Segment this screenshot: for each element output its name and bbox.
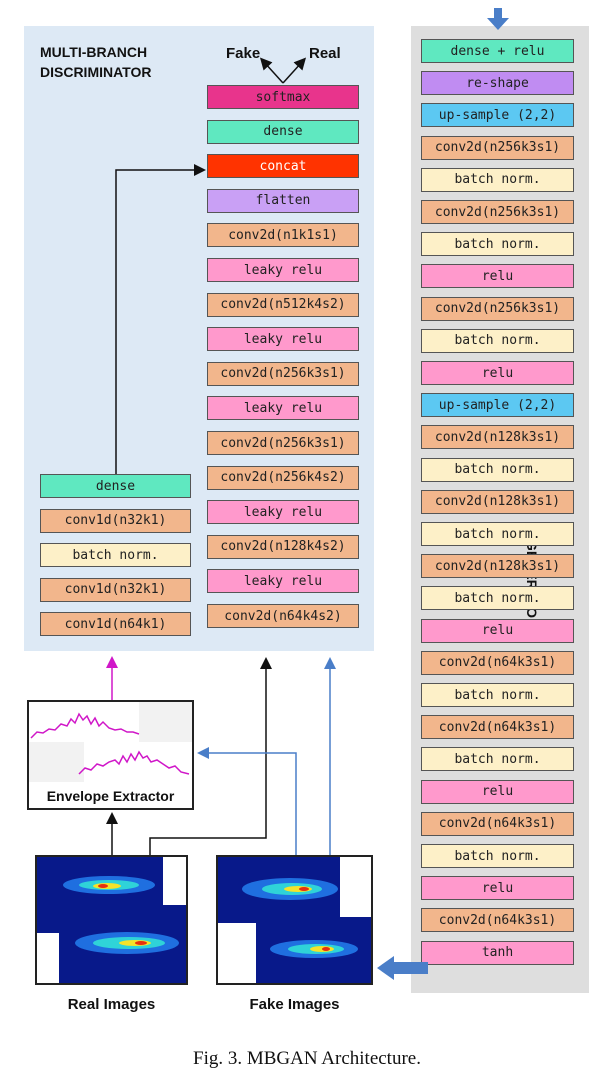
layer-conv2d-n128k3s1: conv2d(n128k3s1) bbox=[421, 554, 574, 579]
output-arrows bbox=[259, 57, 307, 84]
layer-batch-norm: batch norm. bbox=[421, 844, 574, 868]
generator-input-arrow bbox=[487, 8, 509, 30]
layer-conv2d-n128k3s1: conv2d(n128k3s1) bbox=[421, 489, 574, 514]
layer-conv2d-n128k4s2: conv2d(n128k4s2) bbox=[207, 534, 359, 559]
layer-tanh: tanh bbox=[421, 940, 574, 965]
real-output-label: Real bbox=[309, 45, 341, 62]
fake-images-label: Fake Images bbox=[249, 996, 340, 1013]
layer-batch-norm: batch norm. bbox=[421, 328, 574, 353]
layer-flatten: flatten bbox=[207, 188, 359, 213]
layer-conv2d-n64k3s1: conv2d(n64k3s1) bbox=[421, 908, 574, 933]
layer-batch-norm: batch norm. bbox=[421, 457, 574, 482]
fake-to-envelope-arrow bbox=[197, 747, 297, 855]
envelope-extractor-label: Envelope Extractor bbox=[46, 788, 175, 804]
real-to-disc-arrow bbox=[149, 657, 272, 855]
layer-batch-norm: batch norm. bbox=[421, 683, 574, 707]
layer-dense: dense bbox=[207, 119, 359, 144]
figure-caption: Fig. 3. MBGAN Architecture. bbox=[193, 1048, 421, 1069]
layer-conv2d-n256k3s1: conv2d(n256k3s1) bbox=[421, 296, 574, 321]
layer-batch-norm: batch norm. bbox=[40, 543, 191, 568]
layer-batch-norm: batch norm. bbox=[421, 586, 574, 611]
layer-conv2d-n64k3s1: conv2d(n64k3s1) bbox=[421, 650, 574, 675]
layer-conv1d-n32k1: conv1d(n32k1) bbox=[40, 577, 191, 602]
layer-conv1d-n32k1: conv1d(n32k1) bbox=[40, 508, 191, 533]
layer-batch-norm: batch norm. bbox=[421, 522, 574, 546]
layer-conv2d-n1k1s1: conv2d(n1k1s1) bbox=[207, 223, 359, 248]
envelope-extractor: Envelope Extractor bbox=[27, 700, 194, 810]
layer-conv2d-n256k3s1: conv2d(n256k3s1) bbox=[207, 431, 359, 455]
envelope-plot bbox=[29, 702, 192, 782]
layer-conv2d-n64k4s2: conv2d(n64k4s2) bbox=[207, 604, 359, 628]
layer-relu: relu bbox=[421, 876, 574, 901]
layer-conv2d-n256k3s1: conv2d(n256k3s1) bbox=[207, 361, 359, 386]
layer-leaky-relu: leaky relu bbox=[207, 500, 359, 525]
layer-up-sample-2-2: up-sample (2,2) bbox=[421, 393, 574, 418]
layer-conv2d-n128k3s1: conv2d(n128k3s1) bbox=[421, 425, 574, 450]
layer-conv2d-n512k4s2: conv2d(n512k4s2) bbox=[207, 292, 359, 317]
layer-conv2d-n256k3s1: conv2d(n256k3s1) bbox=[421, 200, 574, 224]
layer-concat: concat bbox=[207, 154, 359, 179]
layer-leaky-relu: leaky relu bbox=[207, 327, 359, 352]
layer-relu: relu bbox=[421, 618, 574, 643]
layer-conv2d-n256k3s1: conv2d(n256k3s1) bbox=[421, 135, 574, 160]
layer-leaky-relu: leaky relu bbox=[207, 569, 359, 594]
layer-softmax: softmax bbox=[207, 85, 359, 109]
layer-batch-norm: batch norm. bbox=[421, 232, 574, 257]
generator-to-fake-arrow bbox=[377, 956, 428, 980]
layer-leaky-relu: leaky relu bbox=[207, 396, 359, 421]
layer-conv1d-n64k1: conv1d(n64k1) bbox=[40, 612, 191, 637]
layer-dense-relu: dense + relu bbox=[421, 39, 574, 63]
layer-relu: relu bbox=[421, 361, 574, 385]
layer-dense: dense bbox=[40, 474, 191, 498]
fake-output-label: Fake bbox=[226, 45, 261, 62]
fake-image bbox=[216, 855, 373, 985]
layer-re-shape: re-shape bbox=[421, 71, 574, 96]
layer-up-sample-2-2: up-sample (2,2) bbox=[421, 103, 574, 128]
discriminator-title: MULTI-BRANCH DISCRIMINATOR bbox=[40, 44, 152, 80]
real-images-label: Real Images bbox=[67, 996, 156, 1013]
layer-batch-norm: batch norm. bbox=[421, 747, 574, 772]
real-image bbox=[35, 855, 188, 985]
layer-relu: relu bbox=[421, 264, 574, 289]
real-spectrogram bbox=[37, 857, 186, 983]
layer-conv2d-n64k3s1: conv2d(n64k3s1) bbox=[421, 811, 574, 836]
layer-leaky-relu: leaky relu bbox=[207, 258, 359, 282]
layer-relu: relu bbox=[421, 779, 574, 804]
fake-spectrogram bbox=[218, 857, 371, 983]
layer-conv2d-n64k3s1: conv2d(n64k3s1) bbox=[421, 715, 574, 740]
layer-batch-norm: batch norm. bbox=[421, 167, 574, 192]
side-branch-to-concat-arrow bbox=[115, 164, 206, 474]
layer-conv2d-n256k4s2: conv2d(n256k4s2) bbox=[207, 465, 359, 490]
